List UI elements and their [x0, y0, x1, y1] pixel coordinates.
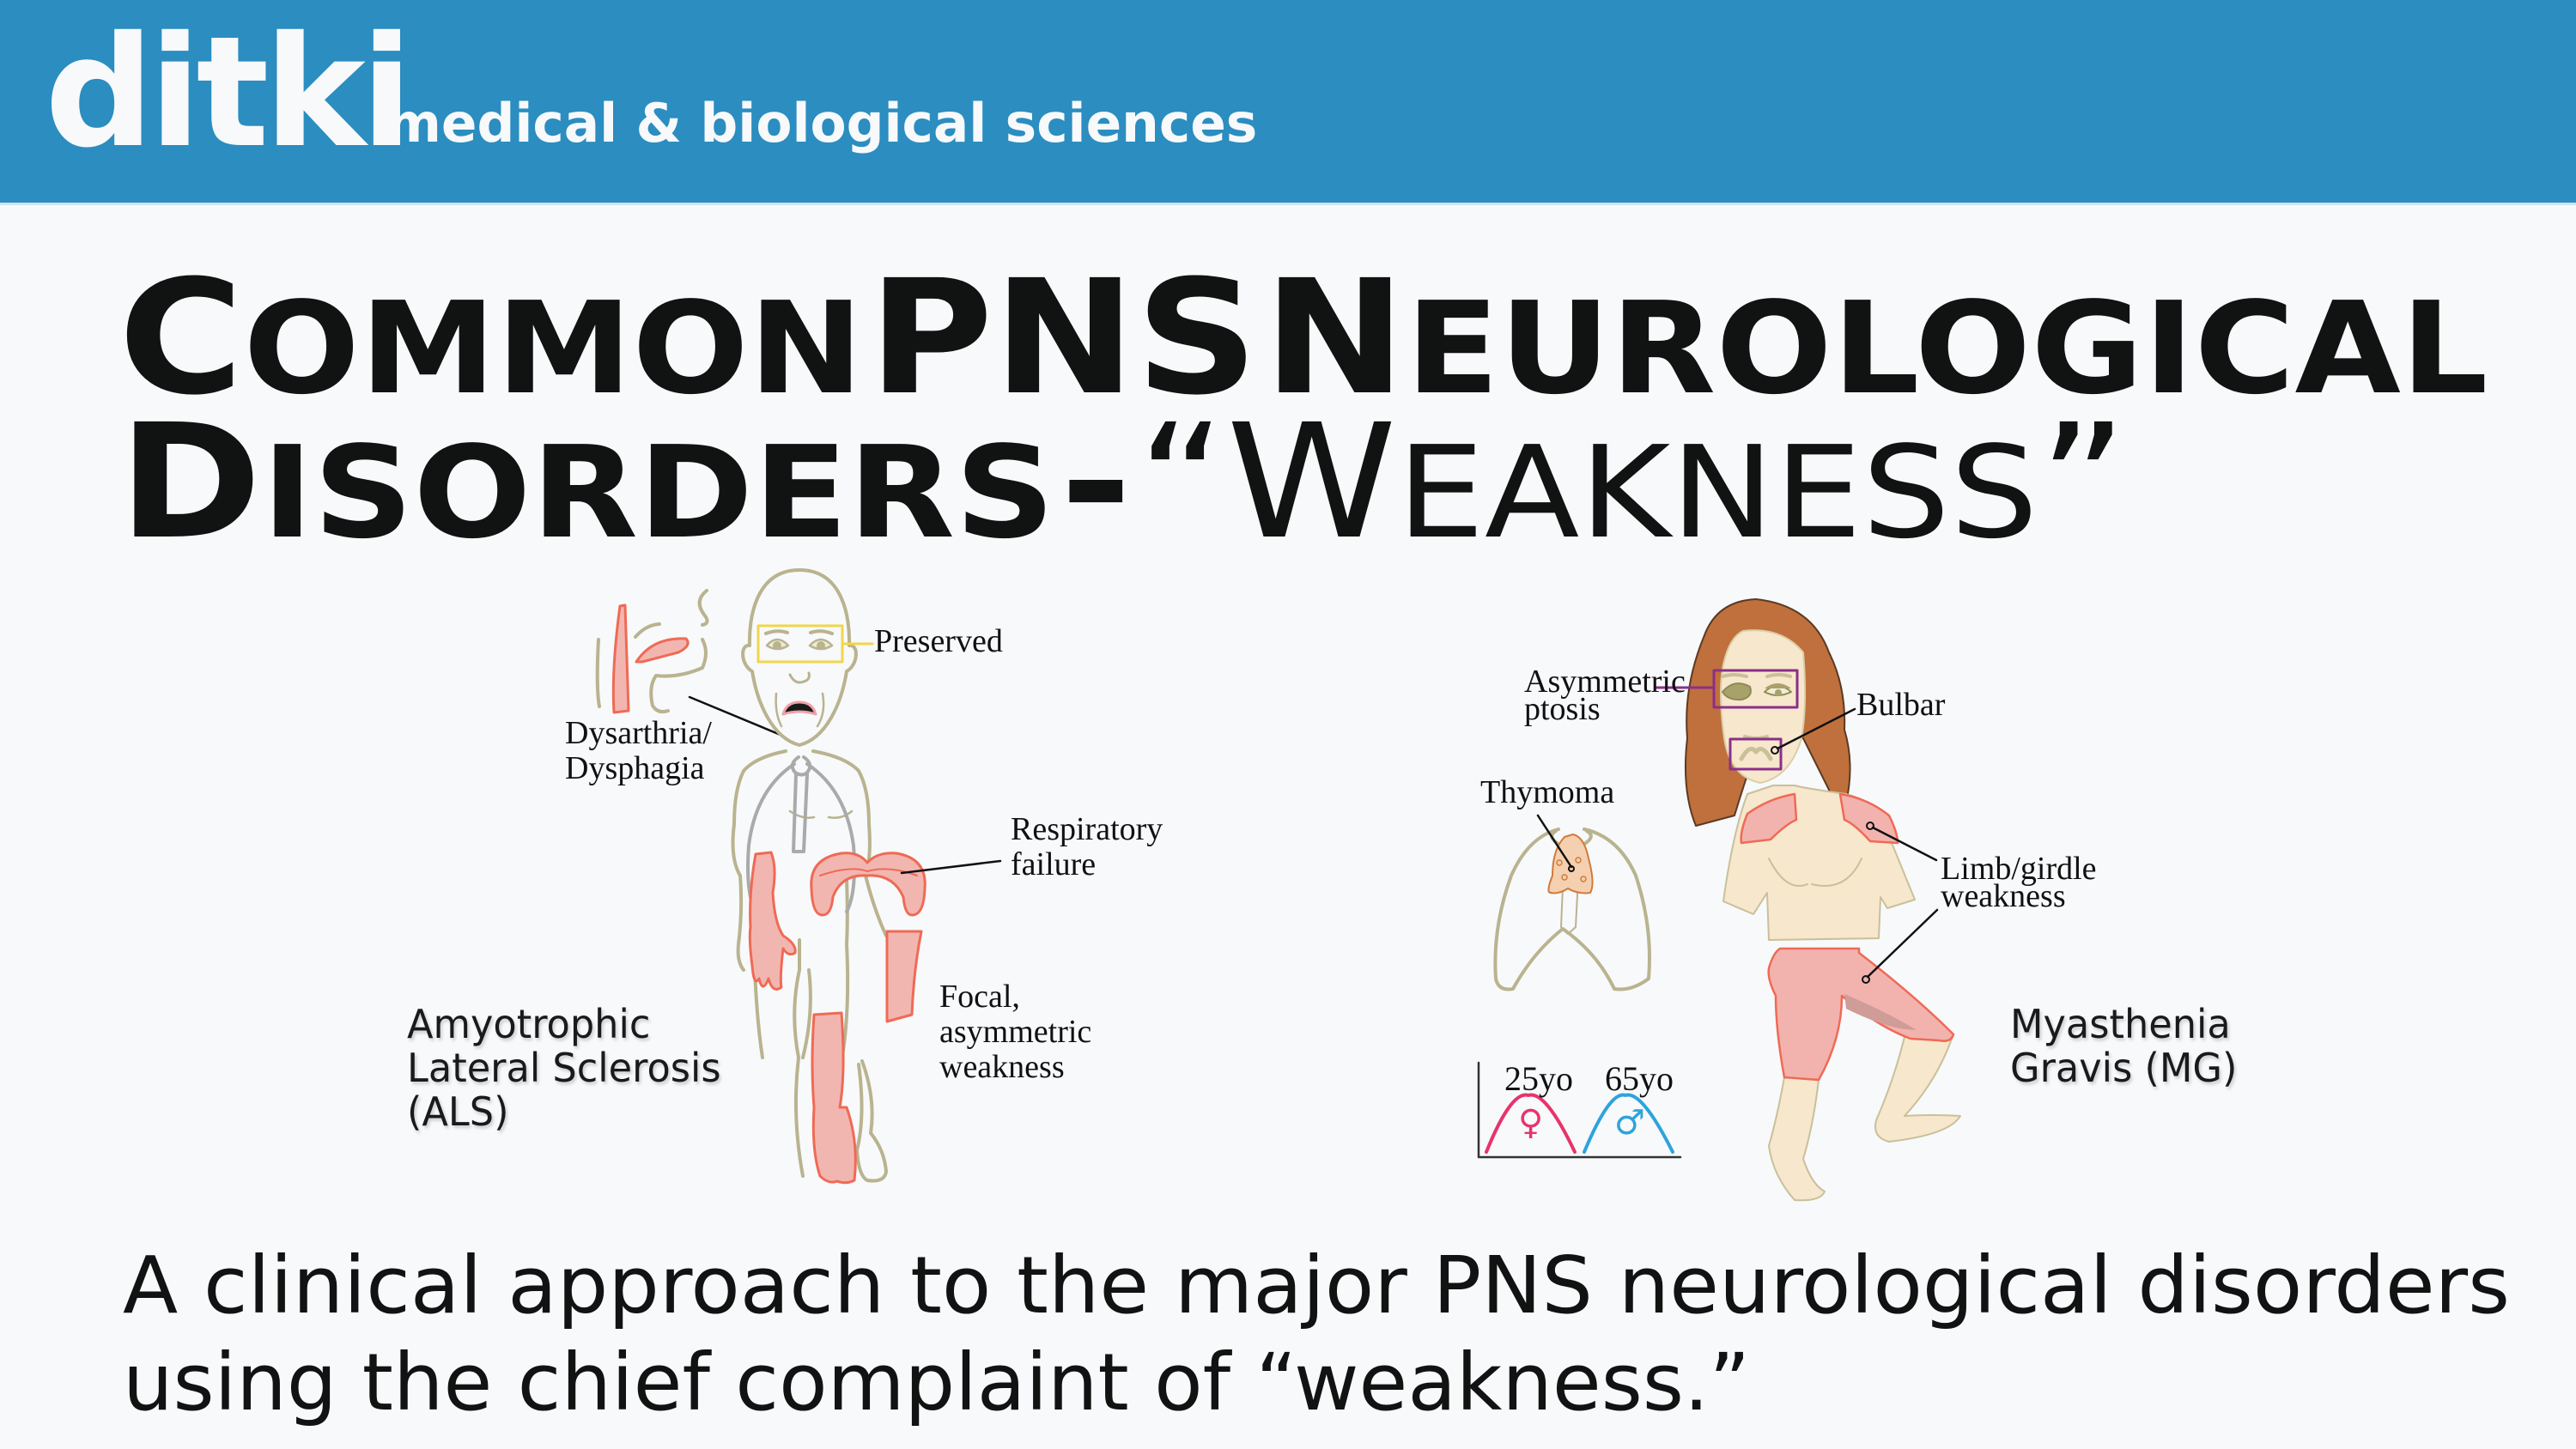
mg-disease-label: Myasthenia Gravis (MG)	[2010, 1003, 2245, 1090]
page-title-line-1: COMMON PNS NEUROLOGICAL	[118, 259, 2488, 417]
als-figure	[595, 568, 1002, 1185]
mg-annotation-ptosis: Asymmetric ptosis	[1524, 664, 1686, 727]
als-annotation-focal: Focal, asymmetric weakness	[939, 979, 1091, 1085]
mg-hips-thigh-affected	[1767, 947, 1955, 1082]
mg-annotation-limb: Limb/girdle weakness	[1941, 851, 2097, 914]
male-symbol-icon: ♂	[1614, 1103, 1645, 1143]
als-affected-thigh	[885, 930, 923, 1023]
als-preserved-text: Preserved	[874, 623, 1003, 659]
als-annotation-respiratory: Respiratory failure	[1011, 812, 1163, 882]
title-word-neurological-rest: EUROLOGICAL	[1406, 275, 2488, 422]
als-head	[741, 568, 874, 747]
mg-asymmetric-text: Asymmetric	[1524, 664, 1686, 700]
female-age-label: 25yo	[1504, 1059, 1573, 1098]
header-banner: ditki medical & biological sciences	[0, 0, 2576, 205]
als-dysarthria-text: Dysarthria/	[565, 715, 712, 751]
subtitle-line-2: using the chief complaint of “weakness.”	[123, 1337, 1751, 1428]
als-disease-label: Amyotrophic Lateral Sclerosis (ALS)	[407, 1003, 731, 1134]
als-annotation-dysarthria: Dysarthria/ Dysphagia	[565, 716, 712, 786]
title-word-pns: PNS	[868, 246, 1259, 430]
page-title-line-2: DISORDERS - “WEAKNESS”	[118, 403, 2128, 561]
mg-ptosis-text: ptosis	[1524, 691, 1601, 727]
ditki-logo[interactable]: ditki	[45, 3, 413, 181]
title-word-disorders-initial: D	[118, 391, 262, 574]
subtitle-line-1: A clinical approach to the major PNS neu…	[123, 1240, 2510, 1331]
mg-annotation-bulbar: Bulbar	[1856, 687, 1946, 723]
als-asymmetric-text: asymmetric	[939, 1014, 1092, 1050]
thymoma-chest-icon	[1493, 814, 1651, 991]
title-word-weakness-initial: W	[1226, 391, 1397, 574]
title-word-disorders-rest: ISORDERS	[261, 419, 1055, 567]
title-word-weakness-rest: EAKNESS	[1396, 419, 2038, 567]
mg-bulbar-mouth-box	[1728, 737, 1783, 771]
mg-limb-girdle-text: Limb/girdle	[1941, 851, 2097, 887]
mg-figure	[1477, 598, 1961, 1202]
title-dash: -	[1060, 391, 1132, 574]
title-word-common-initial: C	[118, 246, 244, 430]
female-symbol-icon: ♀	[1518, 1103, 1544, 1143]
male-age-curve	[1583, 1093, 1674, 1154]
mg-weakness-text: weakness	[1941, 878, 2066, 914]
als-affected-lower-leg	[811, 1011, 857, 1185]
mg-annotation-thymoma: Thymoma	[1480, 774, 1615, 810]
als-affected-arm	[748, 851, 797, 991]
als-respiratory-text: Respiratory	[1011, 811, 1163, 847]
female-age-curve	[1485, 1093, 1577, 1154]
als-diaphragm-icon	[810, 852, 927, 917]
als-failure-text: failure	[1011, 846, 1097, 882]
male-age-label: 65yo	[1605, 1059, 1674, 1098]
als-dysphagia-text: Dysphagia	[565, 750, 705, 786]
mg-standing-lower-leg	[1768, 1076, 1826, 1202]
als-name-line-3: (ALS)	[407, 1088, 509, 1135]
als-name-line-2: Lateral Sclerosis	[407, 1045, 721, 1091]
title-open-quote: “	[1137, 391, 1227, 574]
title-close-quote: ”	[2038, 391, 2128, 574]
mg-raised-lower-leg	[1874, 1036, 1961, 1143]
mg-age-distribution-chart	[1477, 1061, 1682, 1159]
title-word-neurological-initial: N	[1263, 246, 1406, 430]
als-weakness-text: weakness	[939, 1049, 1065, 1085]
als-name-line-1: Amyotrophic	[407, 1001, 651, 1047]
als-focal-text: Focal,	[939, 979, 1020, 1015]
header-tagline: medical & biological sciences	[386, 92, 1258, 155]
mg-left-shoulder-affected	[1740, 792, 1798, 845]
als-throat-profile-icon	[595, 589, 803, 745]
mg-name-line-1: Myasthenia	[2010, 1001, 2231, 1047]
mg-name-line-2: Gravis (MG)	[2010, 1045, 2238, 1091]
mg-torso	[1722, 785, 1916, 941]
als-annotation-preserved: Preserved	[874, 624, 1003, 659]
title-word-common-rest: OMMON	[243, 275, 864, 422]
